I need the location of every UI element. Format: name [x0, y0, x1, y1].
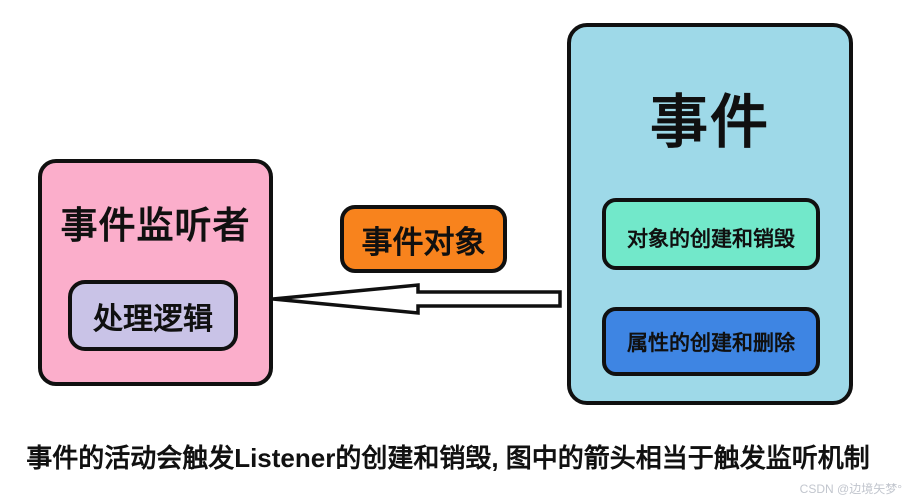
event-box: 事件 对象的创建和销毁 属性的创建和删除 — [567, 23, 853, 405]
event-title: 事件 — [649, 90, 770, 155]
processing-logic-label: 处理逻辑 — [93, 302, 213, 336]
object-lifecycle-label: 对象的创建和销毁 — [627, 228, 795, 251]
object-lifecycle-box: 对象的创建和销毁 — [602, 198, 820, 270]
event-listener-title: 事件监听者 — [60, 205, 251, 246]
attribute-lifecycle-label: 属性的创建和删除 — [627, 331, 795, 355]
caption-text: 事件的活动会触发Listener的创建和销毁, 图中的箭头相当于触发监听机制 — [26, 443, 870, 473]
event-object-box: 事件对象 — [340, 205, 507, 273]
processing-logic-box: 处理逻辑 — [68, 280, 238, 351]
watermark-text: CSDN @边境矢梦° — [799, 482, 902, 496]
trigger-arrow-icon — [272, 283, 562, 315]
event-object-label: 事件对象 — [361, 224, 486, 260]
attribute-lifecycle-box: 属性的创建和删除 — [602, 307, 820, 376]
event-listener-box: 事件监听者 处理逻辑 — [38, 159, 273, 386]
